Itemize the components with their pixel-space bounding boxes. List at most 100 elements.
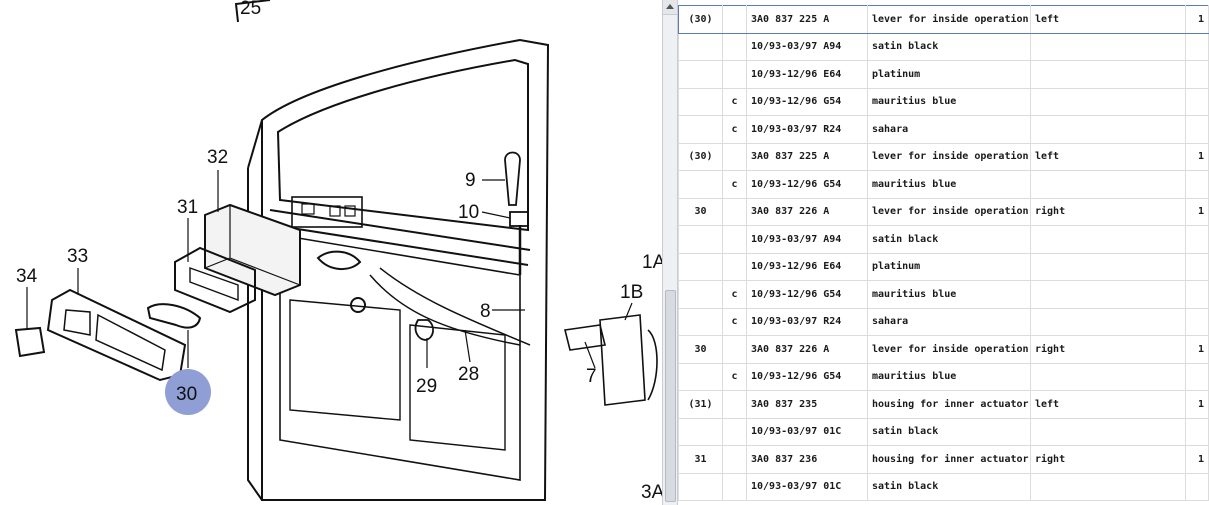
position-cell: (31) [678,390,723,419]
side-cell: left [1030,390,1186,419]
callout-1B[interactable]: 1B [620,282,643,303]
door-assembly-drawing: 25 32 31 33 34 30 9 10 8 29 28 7 1A 1B 3… [14,0,666,503]
callout-8[interactable]: 8 [480,301,491,322]
position-cell [678,87,723,116]
description-cell: housing for inner actuator [867,390,1031,419]
side-cell: right [1030,335,1186,364]
callout-7[interactable]: 7 [586,366,597,387]
side-cell [1030,252,1186,281]
code-cell [722,60,747,89]
position-cell [678,362,723,391]
arrow-up-icon [666,4,674,9]
side-cell [1030,170,1186,199]
position-cell [678,280,723,309]
part-number-cell: 10/93-03/97 R24 [746,115,868,144]
position-cell: 30 [678,335,723,364]
callout-9[interactable]: 9 [465,170,476,191]
position-cell [678,60,723,89]
part-number-cell: 10/93-03/97 A94 [746,32,868,61]
callout-28[interactable]: 28 [458,364,479,385]
quantity-cell [1185,170,1209,199]
quantity-cell [1185,307,1209,336]
scroll-up-button[interactable] [663,0,677,15]
part-number-cell: 3A0 837 236 [746,445,868,474]
code-cell [722,252,747,281]
description-cell: mauritius blue [867,170,1031,199]
callout-34[interactable]: 34 [16,266,38,287]
side-cell [1030,115,1186,144]
side-cell [1030,472,1186,501]
code-cell: c [722,87,747,116]
position-cell [678,417,723,446]
side-cell [1030,280,1186,309]
side-cell [1030,307,1186,336]
code-cell [722,142,747,171]
quantity-cell: 1 [1185,5,1209,34]
side-cell [1030,225,1186,254]
position-cell: 30 [678,197,723,226]
callout-25[interactable]: 25 [240,0,261,19]
callout-1A[interactable]: 1A [642,252,666,273]
part-number-cell: 10/93-03/97 01C [746,417,868,446]
code-cell: c [722,115,747,144]
quantity-cell [1185,60,1209,89]
description-cell: lever for inside operation [867,142,1031,171]
exploded-parts-diagram[interactable]: 25 32 31 33 34 30 9 10 8 29 28 7 1A 1B 3… [0,0,666,505]
side-cell: right [1030,445,1186,474]
side-cell [1030,32,1186,61]
scrollbar-thumb[interactable] [665,290,676,502]
quantity-cell [1185,280,1209,309]
position-cell [678,32,723,61]
description-cell: housing for inner actuator [867,445,1031,474]
description-cell: lever for inside operation [867,197,1031,226]
callout-3A[interactable]: 3A [641,482,665,503]
highlighted-callout-marker[interactable] [165,369,211,415]
position-cell: (30) [678,5,723,34]
callout-31[interactable]: 31 [177,197,198,218]
code-cell [722,472,747,501]
position-cell: (30) [678,142,723,171]
code-cell [722,445,747,474]
quantity-cell: 1 [1185,335,1209,364]
callout-30[interactable]: 30 [176,384,197,405]
description-cell: mauritius blue [867,362,1031,391]
part-number-cell: 3A0 837 226 A [746,197,868,226]
code-cell: c [722,280,747,309]
code-cell [722,335,747,364]
description-cell: lever for inside operation [867,335,1031,364]
part-number-cell: 10/93-03/97 R24 [746,307,868,336]
callout-10[interactable]: 10 [458,202,479,223]
code-cell [722,32,747,61]
description-cell: satin black [867,225,1031,254]
position-cell [678,472,723,501]
part-number-cell: 3A0 837 226 A [746,335,868,364]
description-cell: satin black [867,32,1031,61]
vertical-scrollbar[interactable] [662,0,678,505]
quantity-cell [1185,115,1209,144]
description-cell: lever for inside operation [867,5,1031,34]
callout-29[interactable]: 29 [416,376,437,397]
callout-33[interactable]: 33 [67,246,88,267]
quantity-cell: 1 [1185,197,1209,226]
quantity-cell [1185,225,1209,254]
callout-32[interactable]: 32 [207,147,228,168]
